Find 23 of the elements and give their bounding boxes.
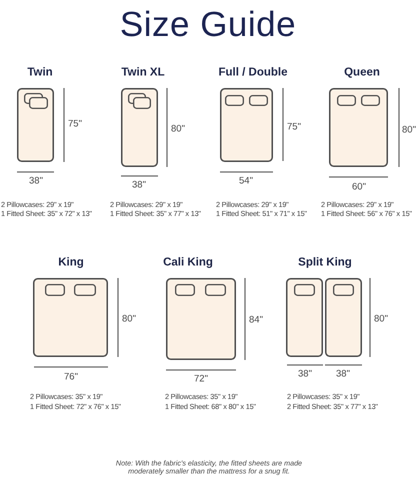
- dimension-label: 80": [402, 126, 416, 136]
- dimension-label: 38": [132, 180, 146, 192]
- dimension-label: 84": [249, 316, 263, 326]
- dimension-label: 80": [374, 314, 388, 326]
- size-title: Queen: [344, 66, 380, 80]
- size-title: Twin XL: [121, 66, 165, 80]
- dimension-label: 75": [68, 120, 82, 130]
- size-title: Twin: [27, 66, 53, 80]
- page-title: Size Guide: [120, 4, 296, 46]
- dimension-label: 60": [352, 182, 366, 194]
- dimension-label: 38": [29, 176, 43, 188]
- size-title: Split King: [298, 256, 352, 270]
- dimension-label: 38": [336, 370, 350, 380]
- dimension-label: 80": [171, 124, 185, 136]
- dimension-label: 38": [298, 370, 312, 380]
- dimension-label: 80": [122, 314, 136, 326]
- dimension-label: 54": [239, 176, 253, 188]
- dimension-label: 75": [287, 122, 301, 134]
- size-title: King: [58, 256, 84, 270]
- size-title: Full / Double: [218, 66, 288, 80]
- dimension-label: 72": [194, 374, 208, 386]
- size-title: Cali King: [163, 256, 213, 270]
- dimension-label: 76": [64, 372, 78, 384]
